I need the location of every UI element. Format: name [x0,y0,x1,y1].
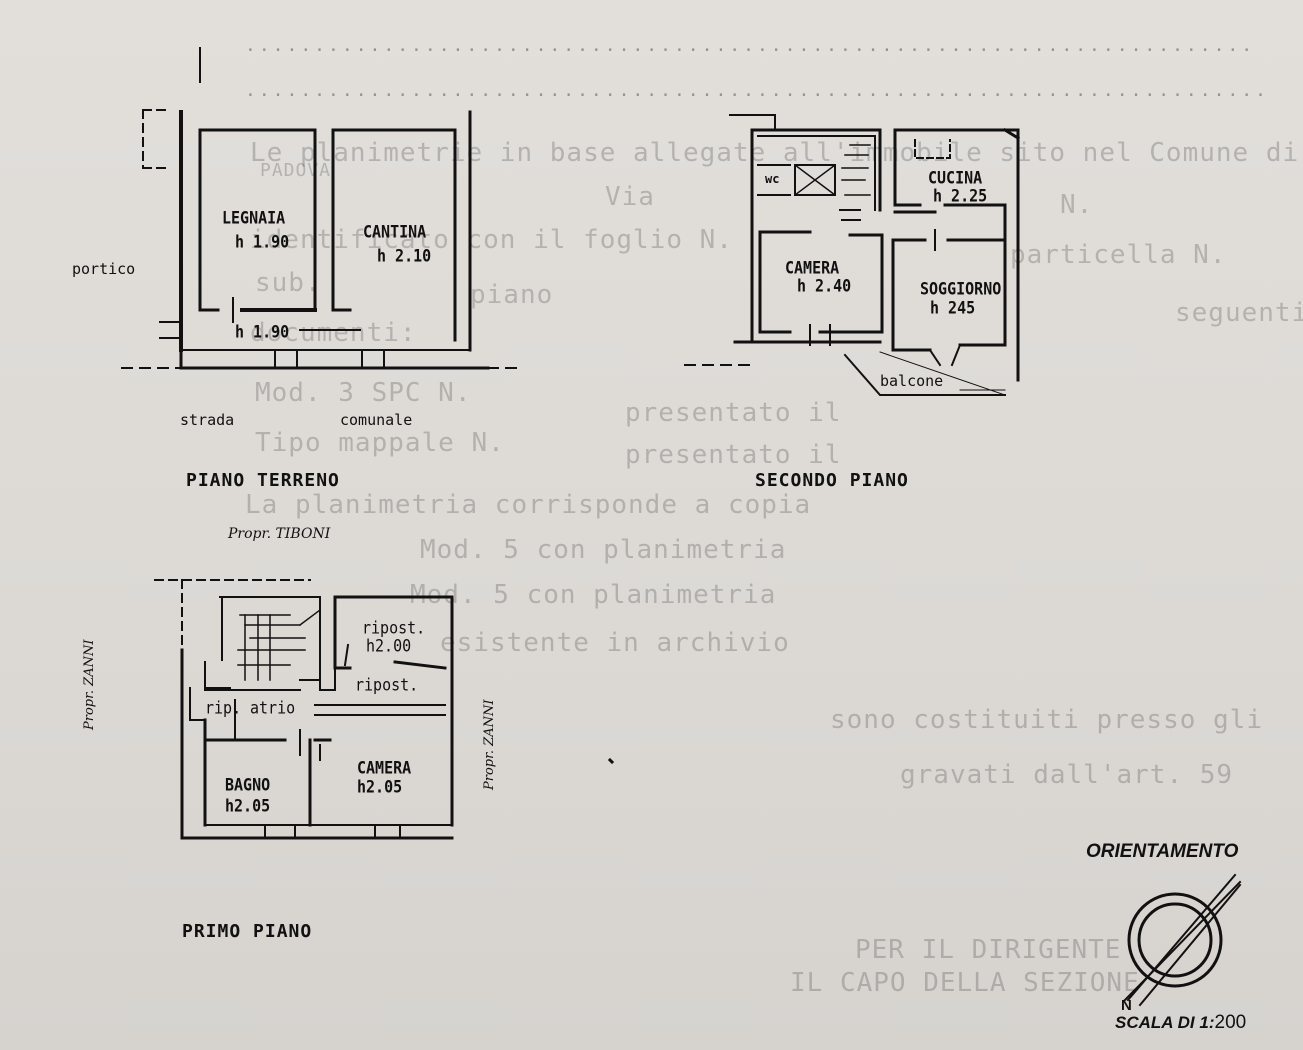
background-text: presentato il [625,440,842,470]
room-wc: wc [765,172,780,186]
background-text: seguenti [1175,298,1303,328]
scale-label-text: SCALA DI 1: [1115,1013,1215,1032]
background-text: Via [605,182,655,212]
background-text: N. [1060,190,1094,220]
room-camera-height: h 2.40 [797,276,852,296]
background-text: IL CAPO DELLA SEZIONE [790,968,1140,998]
orientation-label: ORIENTAMENTO [1086,841,1239,862]
background-text: Mod. 3 SPC N. [255,378,472,408]
background-text: Le planimetrie in base allegate all'immo… [250,138,1300,168]
neighbor-right: Propr. ZANNI [482,699,497,790]
neighbor-top: Propr. TIBONI [228,526,331,542]
background-text: particella N. [1010,240,1227,270]
room-camera-first-height: h2.05 [357,777,403,797]
room-camera: CAMERA [785,258,840,278]
room-camera-first: CAMERA [357,758,412,778]
background-text: Tipo mappale N. [255,428,505,458]
scale-value: 200 [1214,1012,1247,1033]
background-text: gravati dall'art. 59 [900,760,1234,790]
second-floor-plan [684,114,1021,396]
room-soggiorno: SOGGIORNO [920,279,1002,299]
dotted-line: ........................................… [245,80,1269,101]
scale-label: SCALA DI 1:200 [1115,1012,1246,1034]
ground-floor-title: PIANO TERRENO [186,470,340,491]
background-text: sono costituiti presso gli [830,705,1263,735]
room-atrio: atrio [250,698,296,718]
north-label: N [1121,997,1132,1014]
compass-rose [1123,873,1242,1007]
background-text: Mod. 5 con planimetria [410,580,777,610]
background-text: documenti: [250,318,417,348]
background-text: sub. [255,268,322,298]
room-bagno: BAGNO [225,775,271,795]
background-text: piano [470,280,554,310]
room-ripost-2: ripost. [355,675,419,695]
first-floor-title: PRIMO PIANO [182,921,313,942]
room-bagno-height: h2.05 [225,796,271,816]
room-legnaia-height: h 1.90 [235,232,290,252]
corridor-height: h 1.90 [235,322,290,342]
room-ripost: ripost. [362,618,426,638]
first-floor-plan [154,579,615,840]
neighbor-left: Propr. ZANNI [82,639,97,730]
background-text: PER IL DIRIGENTE [855,935,1122,965]
street-label: strada [180,411,235,429]
room-ripost-height: h2.00 [366,636,412,656]
room-cantina-height: h 2.10 [377,246,432,266]
background-text: identificato con il foglio N. [250,225,733,255]
street-label-comunale: comunale [340,411,413,429]
background-text: PADOVA [260,160,332,181]
portico-label: portico [72,260,136,278]
room-cantina: CANTINA [363,222,427,242]
background-text: La planimetria corrisponde a copia [245,490,812,520]
room-cucina-height: h 2.25 [933,186,988,206]
ground-floor-plan [121,47,521,370]
background-text: esistente in archivio [440,628,790,658]
background-text: Mod. 5 con planimetria [420,535,787,565]
room-cucina: CUCINA [928,168,983,188]
dotted-line: ........................................… [245,35,1256,56]
second-floor-title: SECONDO PIANO [755,470,909,491]
room-rip: rip. [205,698,242,718]
background-text: presentato il [625,398,842,428]
balcone-label: balcone [880,372,944,390]
room-soggiorno-height: h 245 [930,298,976,318]
room-legnaia: LEGNAIA [222,208,286,228]
